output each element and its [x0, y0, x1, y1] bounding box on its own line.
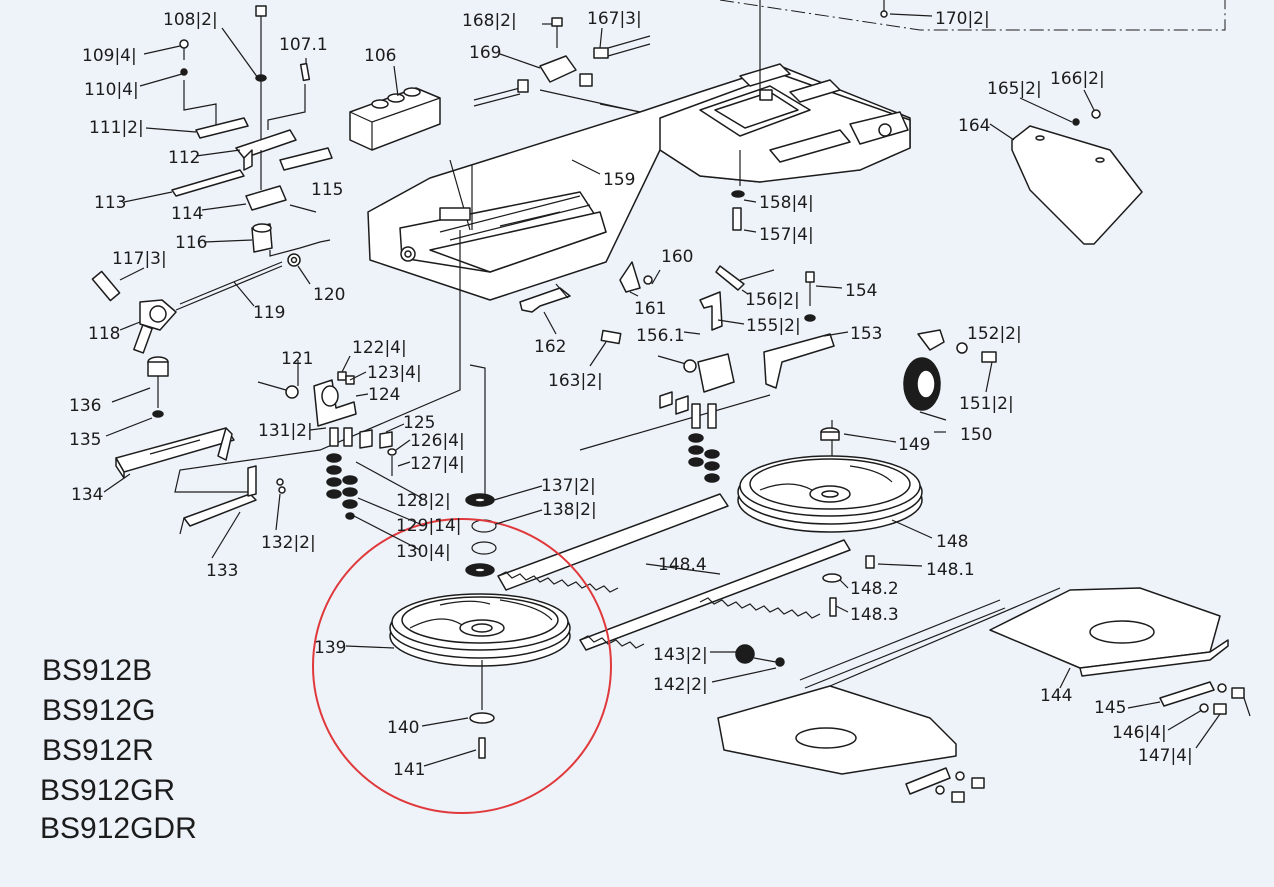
- label-165: 165|2|: [987, 79, 1042, 99]
- label-152: 152|2|: [967, 324, 1022, 344]
- tension-assembly: [519, 150, 997, 483]
- label-148-3: 148.3: [850, 605, 899, 625]
- label-121: 121: [281, 349, 313, 369]
- label-149: 149: [898, 435, 930, 455]
- label-142: 142|2|: [653, 675, 708, 695]
- label-106: 106: [364, 46, 396, 66]
- label-130: 130|4|: [396, 542, 451, 562]
- label-140: 140: [387, 718, 419, 738]
- highlight-circle: [312, 518, 612, 814]
- label-147: 147|4|: [1138, 746, 1193, 766]
- label-156: 156|2|: [745, 290, 800, 310]
- label-110: 110|4|: [84, 80, 139, 100]
- label-135: 135: [69, 430, 101, 450]
- label-123: 123|4|: [367, 363, 422, 383]
- left-top-parts: [171, 5, 333, 257]
- leader-lines: [103, 13, 1251, 767]
- label-132: 132|2|: [261, 533, 316, 553]
- label-158: 158|4|: [759, 193, 814, 213]
- label-114: 114: [171, 204, 203, 224]
- label-117: 117|3|: [112, 249, 167, 269]
- label-168: 168|2|: [462, 11, 517, 31]
- label-127: 127|4|: [410, 454, 465, 474]
- handle-assembly: [91, 253, 301, 354]
- label-143: 143|2|: [653, 645, 708, 665]
- label-157: 157|4|: [759, 225, 814, 245]
- label-112: 112: [168, 148, 200, 168]
- label-115: 115: [311, 180, 343, 200]
- cover-plate-164: [1011, 109, 1143, 245]
- label-170: 170|2|: [935, 9, 990, 29]
- label-156-1: 156.1: [636, 326, 685, 346]
- axis-lines: [174, 0, 833, 500]
- label-124: 124: [368, 385, 400, 405]
- guide-bracket-parts: [115, 356, 286, 535]
- label-167: 167|3|: [587, 9, 642, 29]
- label-160: 160: [661, 247, 693, 267]
- label-107-1: 107.1: [279, 35, 328, 55]
- model-name: BS912B: [42, 654, 152, 687]
- label-154: 154: [845, 281, 877, 301]
- label-166: 166|2|: [1050, 69, 1105, 89]
- label-133: 133: [206, 561, 238, 581]
- label-119: 119: [253, 303, 285, 323]
- label-145: 145: [1094, 698, 1126, 718]
- label-141: 141: [393, 760, 425, 780]
- label-146: 146|4|: [1112, 723, 1167, 743]
- label-162: 162: [534, 337, 566, 357]
- label-153: 153: [850, 324, 882, 344]
- label-169: 169: [469, 43, 501, 63]
- model-name: BS912R: [42, 734, 154, 767]
- label-148-2: 148.2: [850, 579, 899, 599]
- label-139: 139: [314, 638, 346, 658]
- label-128: 128|2|: [396, 491, 451, 511]
- label-150: 150: [960, 425, 992, 445]
- label-148: 148: [936, 532, 968, 552]
- main-frame-159: [367, 63, 911, 301]
- label-159: 159: [603, 170, 635, 190]
- model-name: BS912GDR: [40, 812, 197, 845]
- upper-guide-assembly: [257, 371, 397, 520]
- label-116: 116: [175, 233, 207, 253]
- label-111: 111|2|: [89, 118, 144, 138]
- model-list: BS912B BS912G BS912R BS912GR BS912GDR: [40, 654, 197, 845]
- label-126: 126|4|: [410, 431, 465, 451]
- label-136: 136: [69, 396, 101, 416]
- label-134: 134: [71, 485, 103, 505]
- label-148-1: 148.1: [926, 560, 975, 580]
- label-120: 120: [313, 285, 345, 305]
- top-bolts: [473, 0, 888, 107]
- label-108: 108|2|: [163, 10, 218, 30]
- label-163: 163|2|: [548, 371, 603, 391]
- label-122: 122|4|: [352, 338, 407, 358]
- dust-hood-106: [349, 87, 441, 151]
- label-148-4: 148.4: [658, 555, 707, 575]
- label-118: 118: [88, 324, 120, 344]
- bearings-and-circlips: [465, 493, 497, 577]
- label-144: 144: [1040, 686, 1072, 706]
- label-161: 161: [634, 299, 666, 319]
- part-labels: 108|2| 109|4| 110|4| 111|2| 112 113 114 …: [69, 9, 1193, 780]
- label-113: 113: [94, 193, 126, 213]
- label-137: 137|2|: [541, 476, 596, 496]
- label-164: 164: [958, 116, 990, 136]
- table-assembly-144: [717, 587, 1245, 803]
- label-138: 138|2|: [542, 500, 597, 520]
- model-name: BS912G: [42, 694, 155, 727]
- lower-wheel-139: [389, 593, 571, 759]
- label-125: 125: [403, 413, 435, 433]
- upper-assembly-boundary: [719, 0, 1226, 31]
- label-151: 151|2|: [959, 394, 1014, 414]
- model-name: BS912GR: [40, 774, 175, 807]
- label-129: 129|14|: [396, 516, 462, 536]
- upper-wheel-148: [737, 427, 923, 617]
- label-155: 155|2|: [746, 316, 801, 336]
- label-131: 131|2|: [258, 421, 313, 441]
- saw-blade-148-4: [497, 493, 851, 651]
- label-109: 109|4|: [82, 46, 137, 66]
